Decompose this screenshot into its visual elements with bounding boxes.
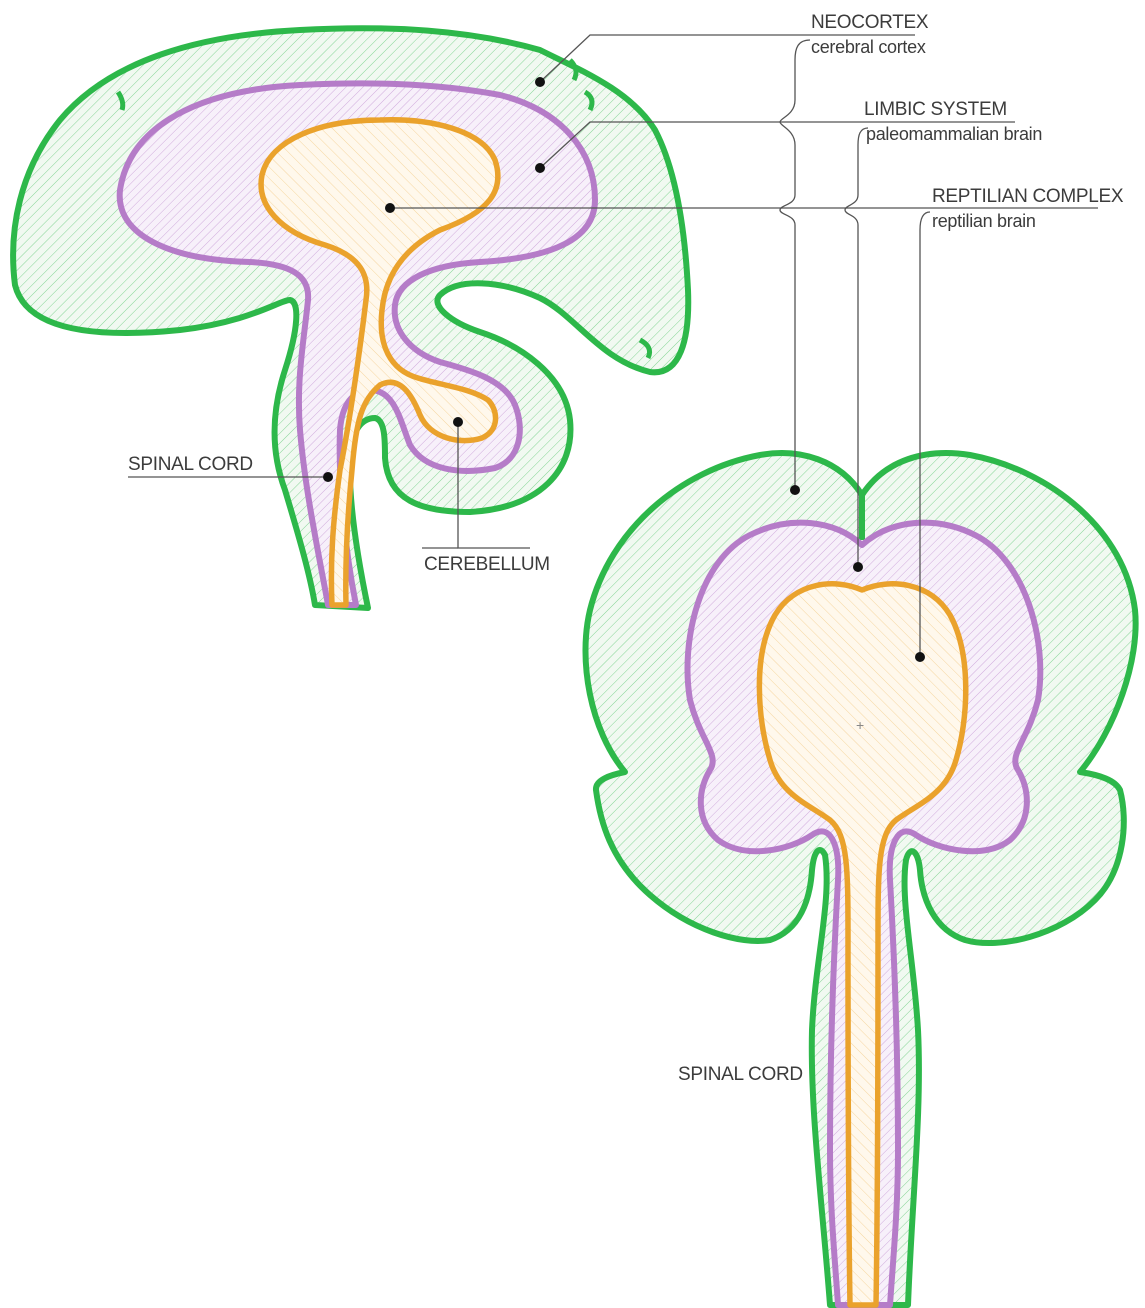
front-brain: + xyxy=(585,453,1135,1305)
limbic-title: LIMBIC SYSTEM xyxy=(864,99,1007,120)
neocortex-subtitle: cerebral cortex xyxy=(811,37,926,57)
svg-text:+: + xyxy=(856,717,864,733)
neocortex-title: NEOCORTEX xyxy=(811,12,929,33)
cerebellum-label: CEREBELLUM xyxy=(424,554,550,575)
limbic-subtitle: paleomammalian brain xyxy=(866,124,1042,144)
reptilian-title: REPTILIAN COMPLEX xyxy=(932,186,1124,207)
spinal-cord-front-label: SPINAL CORD xyxy=(678,1064,803,1085)
reptilian-subtitle: reptilian brain xyxy=(932,211,1036,231)
front-reptilian-layer xyxy=(759,584,965,1305)
spinal-cord-side-label: SPINAL CORD xyxy=(128,454,253,475)
side-brain xyxy=(13,28,688,608)
